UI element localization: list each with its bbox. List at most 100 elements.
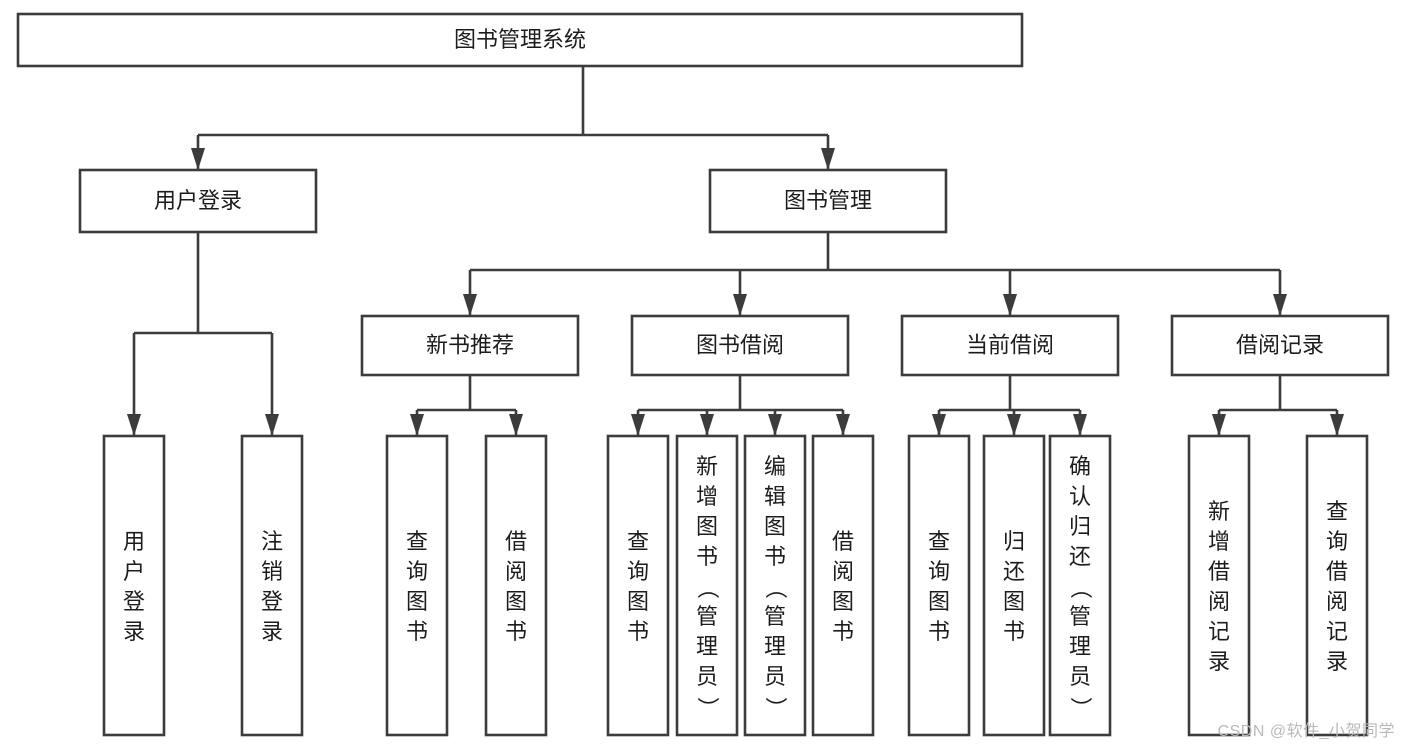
node-label-char: 员 xyxy=(764,664,786,689)
node-root-图书管理系统[interactable]: 图书管理系统 xyxy=(16,12,1024,68)
node-label-char: 记 xyxy=(1208,619,1230,644)
node-label-char: 借 xyxy=(832,529,854,554)
node-label-char: 询 xyxy=(928,559,950,584)
node-box[interactable] xyxy=(900,314,1120,377)
node-borrow-record[interactable]: 借阅记录 xyxy=(1170,314,1390,377)
node-label-char: 书 xyxy=(505,619,527,644)
node-label-char: 还 xyxy=(1069,544,1091,569)
node-label-char: 新 xyxy=(1208,499,1230,524)
node-box[interactable] xyxy=(743,434,807,737)
node-label-char: 查 xyxy=(928,529,950,554)
node-box[interactable] xyxy=(708,168,948,234)
node-box[interactable] xyxy=(102,434,166,737)
node-label-char: 书 xyxy=(696,544,718,569)
node-label-char: 查 xyxy=(1326,499,1348,524)
node-label-char: 用 xyxy=(123,529,145,554)
node-label-char: 书 xyxy=(627,619,649,644)
node-label-char: 借 xyxy=(1326,559,1348,584)
node-label-char: 记 xyxy=(1326,619,1348,644)
node-label-char: ） xyxy=(1068,697,1093,719)
node-label-char: 书 xyxy=(832,619,854,644)
connector-layer xyxy=(127,66,1344,436)
node-label-char: （ xyxy=(763,577,788,599)
node-label-char: 书 xyxy=(1003,619,1025,644)
node-user-login[interactable]: 用户登录 xyxy=(78,168,318,234)
node-box[interactable] xyxy=(240,434,304,737)
node-box[interactable] xyxy=(484,434,548,737)
node-label-char: 还 xyxy=(1003,559,1025,584)
node-label-char: 销 xyxy=(261,559,283,584)
node-label-char: 图 xyxy=(627,589,649,614)
node-label-char: 新 xyxy=(696,454,718,479)
node-new-book-recommend[interactable]: 新书推荐 xyxy=(360,314,580,377)
node-leaf-user-login[interactable]: 用户登录 xyxy=(102,434,166,737)
node-label-char: 阅 xyxy=(505,559,527,584)
node-label-char: 增 xyxy=(696,484,718,509)
node-box[interactable] xyxy=(982,434,1046,737)
node-box[interactable] xyxy=(1187,434,1251,737)
node-box[interactable] xyxy=(78,168,318,234)
node-box[interactable] xyxy=(1170,314,1390,377)
node-label: 新书推荐 xyxy=(426,332,514,357)
node-label-char: 编 xyxy=(764,454,786,479)
node-label-char: 登 xyxy=(123,589,145,614)
node-box[interactable] xyxy=(385,434,449,737)
node-label-char: 借 xyxy=(1208,559,1230,584)
node-book-manage[interactable]: 图书管理 xyxy=(708,168,948,234)
node-label-char: 录 xyxy=(1208,649,1230,674)
node-label-char: 管 xyxy=(696,604,718,629)
node-box[interactable] xyxy=(1305,434,1369,737)
node-label-char: 询 xyxy=(406,559,428,584)
node-label: 借阅记录 xyxy=(1236,332,1324,357)
node-box[interactable] xyxy=(811,434,875,737)
node-label-char: 询 xyxy=(1326,529,1348,554)
node-box[interactable] xyxy=(16,12,1024,68)
node-label-char: 图 xyxy=(928,589,950,614)
node-box[interactable] xyxy=(606,434,670,737)
node-label-char: 理 xyxy=(1069,634,1091,659)
node-label-char: 管 xyxy=(764,604,786,629)
node-box[interactable] xyxy=(675,434,739,737)
node-label-char: 员 xyxy=(696,664,718,689)
node-box[interactable] xyxy=(360,314,580,377)
node-label-char: 管 xyxy=(1069,604,1091,629)
node-label-char: 认 xyxy=(1069,484,1091,509)
node-current-borrow[interactable]: 当前借阅 xyxy=(900,314,1120,377)
node-label-char: 录 xyxy=(123,619,145,644)
node-label-char: 理 xyxy=(764,634,786,659)
watermark-label: CSDN @软件_小贺同学 xyxy=(1217,723,1395,740)
node-label-char: 阅 xyxy=(1208,589,1230,614)
node-label-char: 查 xyxy=(406,529,428,554)
node-box[interactable] xyxy=(1048,434,1112,737)
node-book-borrow[interactable]: 图书借阅 xyxy=(630,314,850,377)
node-label: 用户登录 xyxy=(154,188,242,213)
node-label-char: 录 xyxy=(1326,649,1348,674)
node-label: 当前借阅 xyxy=(966,332,1054,357)
node-box[interactable] xyxy=(907,434,971,737)
node-label-char: 登 xyxy=(261,589,283,614)
node-label-char: ） xyxy=(695,697,720,719)
node-label: 图书管理系统 xyxy=(454,27,586,52)
node-layer: 图书管理系统用户登录图书管理新书推荐图书借阅当前借阅借阅记录用户登录注销登录查询… xyxy=(16,12,1390,737)
node-label-char: 归 xyxy=(1003,529,1025,554)
node-label-char: 图 xyxy=(696,514,718,539)
node-label-char: 员 xyxy=(1069,664,1091,689)
node-label-char: 阅 xyxy=(1326,589,1348,614)
node-label-char: 阅 xyxy=(832,559,854,584)
node-box[interactable] xyxy=(630,314,850,377)
node-label-char: 图 xyxy=(764,514,786,539)
